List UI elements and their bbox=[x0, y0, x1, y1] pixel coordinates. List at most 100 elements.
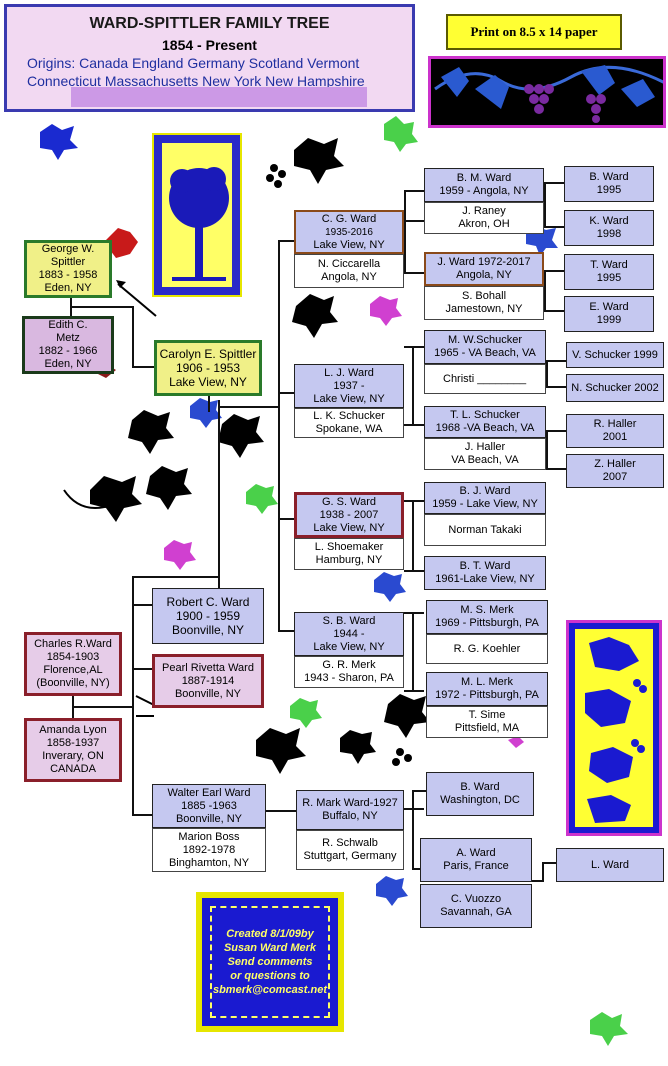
connector bbox=[404, 500, 424, 502]
connector bbox=[132, 576, 220, 578]
connector bbox=[542, 862, 556, 864]
person-l-ward: L. Ward bbox=[556, 848, 664, 882]
connector bbox=[208, 396, 210, 412]
grape-vine-art bbox=[434, 65, 663, 123]
connector bbox=[404, 424, 424, 426]
grape-column-panel bbox=[566, 620, 662, 836]
connector bbox=[132, 576, 134, 816]
person-norman-takaki: Norman Takaki bbox=[424, 514, 546, 546]
tree-icon bbox=[169, 167, 229, 281]
connector bbox=[218, 400, 220, 590]
person-rg-koehler: R. G. Koehler bbox=[426, 634, 548, 664]
connector bbox=[412, 790, 414, 870]
credit-line-1: Created 8/1/09by bbox=[226, 928, 314, 940]
connector bbox=[218, 406, 278, 408]
origins-line-1: Origins: Canada England Germany Scotland… bbox=[27, 55, 360, 71]
connector bbox=[544, 226, 564, 228]
connector bbox=[278, 630, 294, 632]
connector bbox=[544, 182, 546, 228]
credit-line-3: Send comments bbox=[227, 956, 313, 968]
person-christi: Christi ________ bbox=[424, 364, 546, 394]
credit-email[interactable]: sbmerk@comcast.net bbox=[212, 984, 328, 996]
connector bbox=[70, 306, 134, 308]
page-title: WARD-SPITTLER FAMILY TREE bbox=[89, 15, 330, 32]
connector bbox=[132, 668, 152, 670]
tree-panel-inner bbox=[162, 143, 232, 287]
connector bbox=[544, 270, 546, 312]
connector bbox=[532, 880, 544, 882]
connector bbox=[546, 468, 566, 470]
connector bbox=[546, 386, 566, 388]
credit-inner: Created 8/1/09by Susan Ward Merk Send co… bbox=[210, 906, 330, 1018]
connector bbox=[412, 868, 426, 870]
connector bbox=[278, 392, 294, 394]
connector bbox=[412, 500, 414, 572]
connector bbox=[542, 862, 544, 882]
connector bbox=[278, 240, 280, 632]
connector bbox=[404, 346, 424, 348]
connector bbox=[546, 430, 548, 470]
connector bbox=[404, 220, 406, 274]
connector bbox=[72, 706, 134, 708]
connector bbox=[544, 182, 564, 184]
connector bbox=[412, 790, 426, 792]
connector bbox=[544, 270, 564, 272]
red-leaf-icon bbox=[104, 228, 138, 258]
origins-line-2: Connecticut Massachusetts New York New H… bbox=[27, 73, 365, 89]
connector bbox=[546, 430, 566, 432]
connector bbox=[404, 570, 424, 572]
credit-line-2: Susan Ward Merk bbox=[223, 942, 317, 954]
black-vine-icon bbox=[63, 138, 430, 774]
title-years: 1854 - Present bbox=[162, 37, 257, 53]
tree-of-life-panel bbox=[152, 133, 242, 297]
connector bbox=[404, 808, 424, 810]
connector bbox=[132, 366, 154, 368]
connector bbox=[546, 360, 548, 388]
connector bbox=[266, 810, 296, 812]
print-note: Print on 8.5 x 14 paper bbox=[446, 14, 622, 50]
connector bbox=[404, 272, 424, 274]
connector bbox=[132, 814, 152, 816]
connector bbox=[132, 604, 152, 606]
connector bbox=[404, 190, 406, 222]
credit-line-4: or questions to bbox=[230, 970, 310, 982]
connector bbox=[404, 220, 424, 222]
connector bbox=[404, 612, 424, 614]
grape-vine-banner bbox=[428, 56, 666, 128]
